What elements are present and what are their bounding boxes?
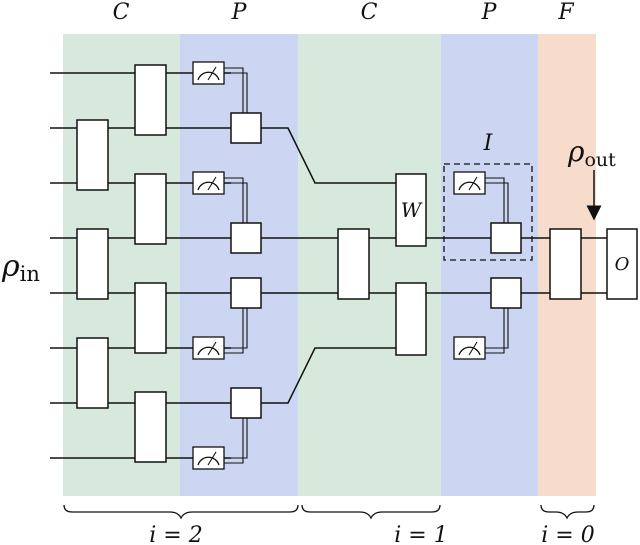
controlled-gate (230, 222, 262, 254)
observable-label: O (615, 254, 630, 275)
controlled-gate (230, 112, 262, 144)
gate-w (395, 173, 427, 247)
brace-icon (63, 504, 595, 520)
column-label-f: F (557, 0, 574, 25)
c1-gates (76, 64, 167, 463)
gate-block (337, 228, 370, 300)
gate-block (134, 64, 167, 136)
gate-w-label: W (401, 198, 423, 222)
gate-block (76, 337, 109, 409)
layer-p-2 (441, 34, 538, 496)
f-ops: O (549, 228, 638, 300)
rho-out-label: ρout (567, 135, 616, 171)
column-label-c-1: C (113, 0, 130, 25)
instrument-dashed-box (443, 163, 533, 261)
column-label-c-2: C (361, 0, 378, 25)
gate-block (134, 282, 167, 354)
measurement-meter-icon (192, 61, 225, 85)
measurement-meter-icon (453, 336, 486, 360)
gate-block (134, 173, 167, 245)
column-label-p-2: P (481, 0, 498, 25)
controlled-gate (490, 277, 522, 309)
column-label-p-1: P (231, 0, 248, 25)
gate-block (76, 119, 109, 191)
gate-block (395, 282, 427, 356)
measurement-meter-icon (453, 171, 486, 195)
gate-block (134, 391, 167, 463)
gate-block (549, 228, 582, 300)
gate-block (76, 228, 109, 300)
step-label-i2: i = 2 (149, 523, 202, 545)
measurement-meter-icon (192, 171, 225, 195)
measurement-meter-icon (192, 446, 225, 470)
controlled-gate (490, 222, 522, 254)
classical-wires (224, 67, 509, 464)
controlled-gate (230, 277, 262, 309)
step-label-i0: i = 0 (541, 523, 594, 545)
controlled-gate (230, 387, 262, 419)
instrument-label: I (483, 131, 494, 156)
c2-gates: W (337, 173, 427, 356)
step-label-i1: i = 1 (394, 523, 447, 545)
measurement-meter-icon (192, 336, 225, 360)
rho-in-label: ρin (1, 249, 40, 286)
p2-ops: I (443, 131, 533, 360)
p1-ops (192, 61, 262, 470)
observable-o (606, 228, 638, 300)
layer-p-1 (180, 34, 298, 496)
